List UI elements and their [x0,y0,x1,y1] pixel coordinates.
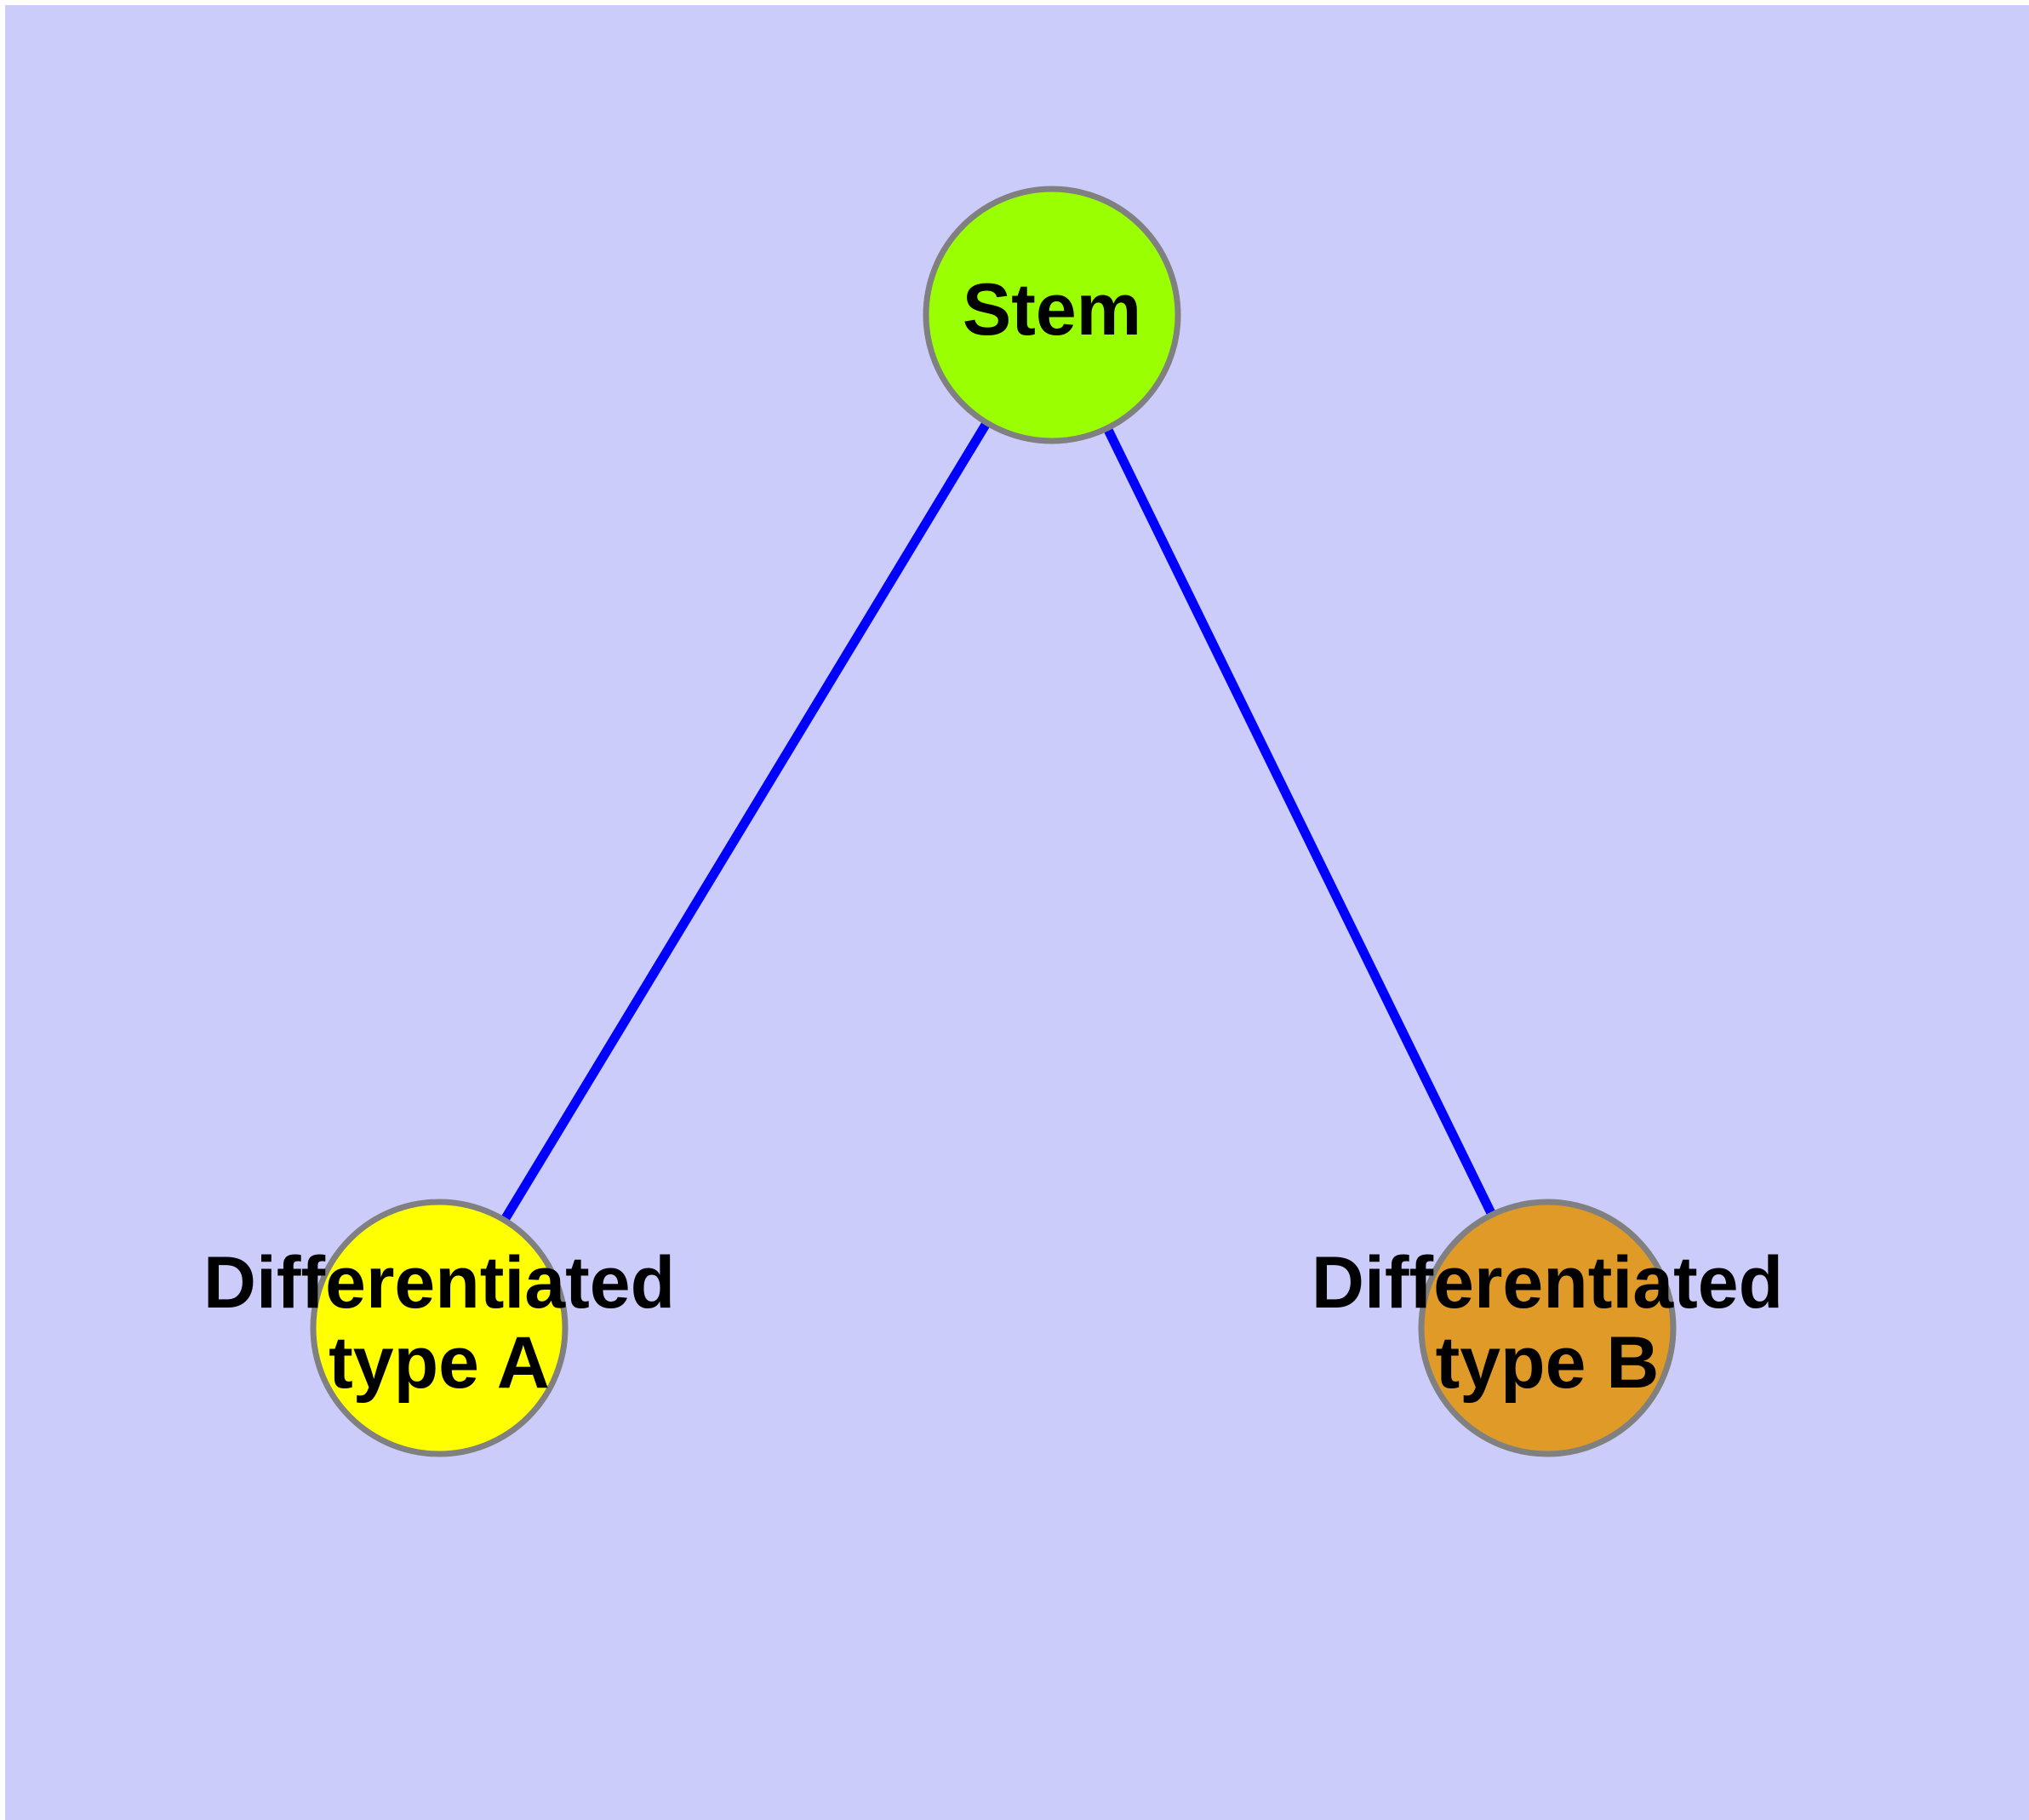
node-label-line: type B [1436,1322,1660,1404]
node-label-line: Differentiated [203,1242,675,1324]
node-label-line: Stem [963,269,1141,351]
nodes-layer [310,186,1677,1457]
node-label-line: type A [329,1322,550,1404]
edge-stem-to-diff-type-b[interactable] [1103,426,1496,1217]
node-diff-type-a[interactable] [310,1199,569,1457]
edge-stem-to-diff-type-a[interactable] [500,420,992,1223]
node-diff-type-b[interactable] [1418,1199,1677,1457]
edges-layer [500,420,1496,1223]
node-label-line: Differentiated [1312,1242,1783,1324]
node-stem[interactable] [923,186,1181,444]
node-label-stem: Stem [963,269,1141,351]
